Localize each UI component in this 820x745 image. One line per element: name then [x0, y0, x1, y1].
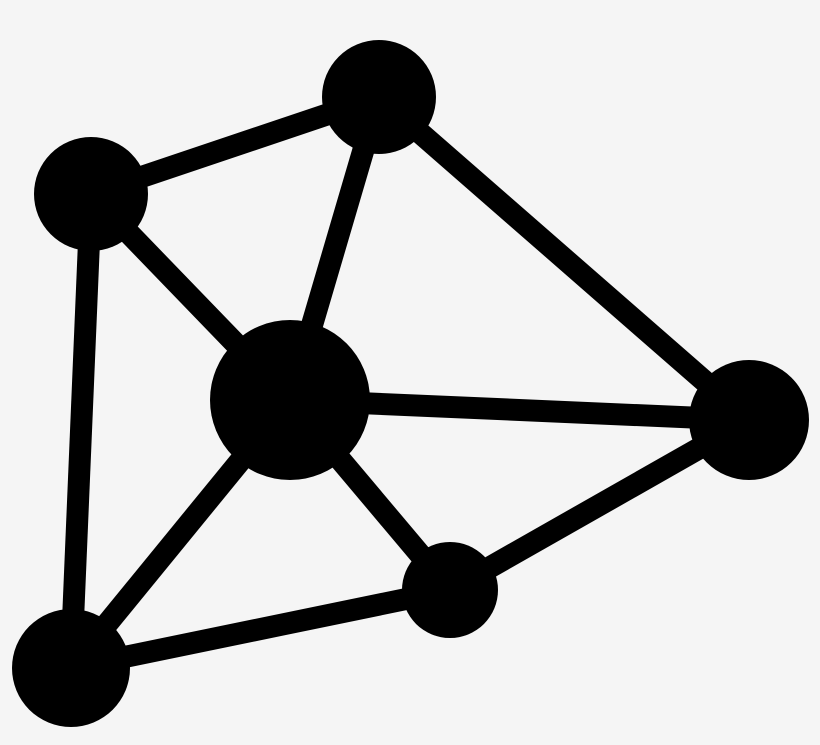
edge-top-right — [371, 88, 757, 429]
edge-bottom-left-lower-middle — [68, 579, 453, 679]
node-top — [322, 40, 436, 154]
node-center — [210, 320, 370, 480]
node-bottom-left — [12, 609, 130, 727]
node-upper-left — [34, 137, 148, 251]
graph-nodes — [12, 40, 809, 727]
node-right — [689, 360, 809, 480]
node-lower-middle — [402, 542, 498, 638]
edge-upper-left-bottom-left — [60, 193, 102, 669]
